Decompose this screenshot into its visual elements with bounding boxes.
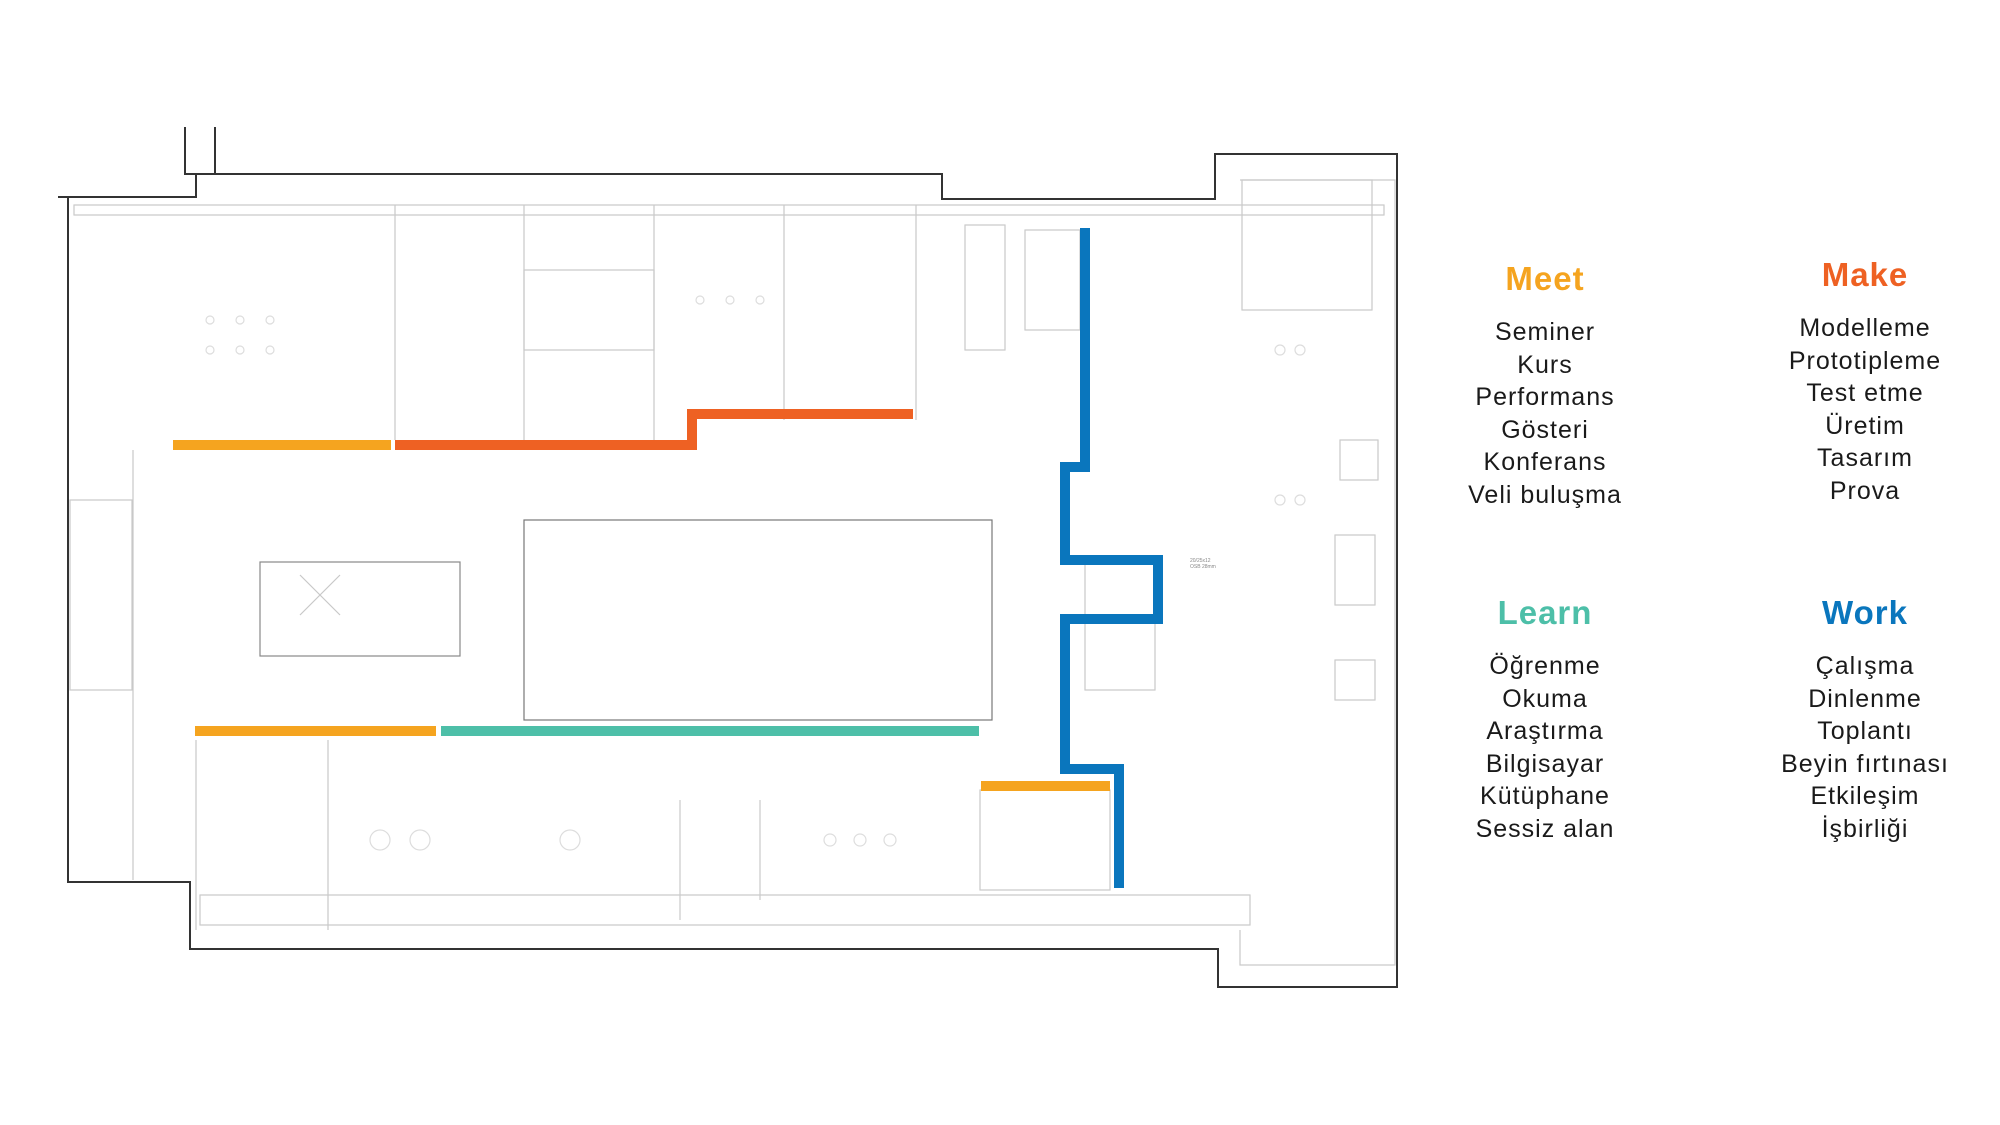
legend-item: Bilgisayar [1485, 749, 1605, 778]
legend-item: Sessiz alan [1475, 814, 1615, 843]
legend-item: İşbirliği [1821, 814, 1909, 843]
legend-title: Meet [1505, 260, 1585, 297]
legend-item: Araştırma [1486, 717, 1604, 745]
outer-wall [58, 153, 1398, 988]
legend-item: Gösteri [1501, 415, 1589, 444]
legend-meet: Meet Seminer Kurs Performans Gösteri Kon… [1375, 260, 1715, 511]
legend-title: Learn [1497, 594, 1593, 631]
legend-item: Kurs [1517, 350, 1573, 379]
legend-item: Beyin fırtınası [1781, 749, 1949, 778]
legend-learn: Learn Öğrenme Okuma Araştırma Bilgisayar… [1375, 594, 1715, 845]
legend-item: Üretim [1825, 411, 1905, 440]
legend-item: Modelleme [1799, 314, 1931, 342]
legend-item: Performans [1475, 383, 1615, 411]
plan-note-line-1: 20/25x12 [1190, 558, 1211, 564]
zone-paths [173, 228, 1163, 888]
plan-note-line-2: OSB 28mm [1190, 564, 1216, 570]
legend-title: Work [1822, 594, 1908, 631]
legend-item: Prototipleme [1788, 346, 1942, 375]
legend-title: Make [1821, 256, 1909, 293]
make-path [395, 409, 913, 450]
interior-lines [69, 179, 1396, 966]
walls [58, 127, 1398, 988]
legend-item: Okuma [1502, 684, 1588, 713]
legend-item: Etkileşim [1810, 782, 1920, 810]
legend-item: Tasarım [1817, 444, 1913, 472]
legend-item: Dinlenme [1808, 684, 1922, 713]
legend-item: Konferans [1483, 448, 1607, 476]
stair-top-left [184, 127, 216, 175]
legend-item: Veli buluşma [1468, 480, 1622, 509]
legend-work: Work Çalışma Dinlenme Toplantı Beyin fır… [1695, 594, 2000, 845]
legend-item: Test etme [1806, 379, 1924, 407]
legend-item: Seminer [1494, 318, 1596, 346]
legend-make: Make Modelleme Prototipleme Test etme Ür… [1695, 256, 2000, 507]
legend-item: Prova [1829, 476, 1901, 505]
work-path [1060, 228, 1163, 888]
legend-item: Çalışma [1815, 652, 1915, 680]
legend-item: Kütüphane [1480, 782, 1610, 810]
legend-item: Öğrenme [1489, 652, 1601, 680]
legend-item: Toplantı [1817, 717, 1913, 745]
